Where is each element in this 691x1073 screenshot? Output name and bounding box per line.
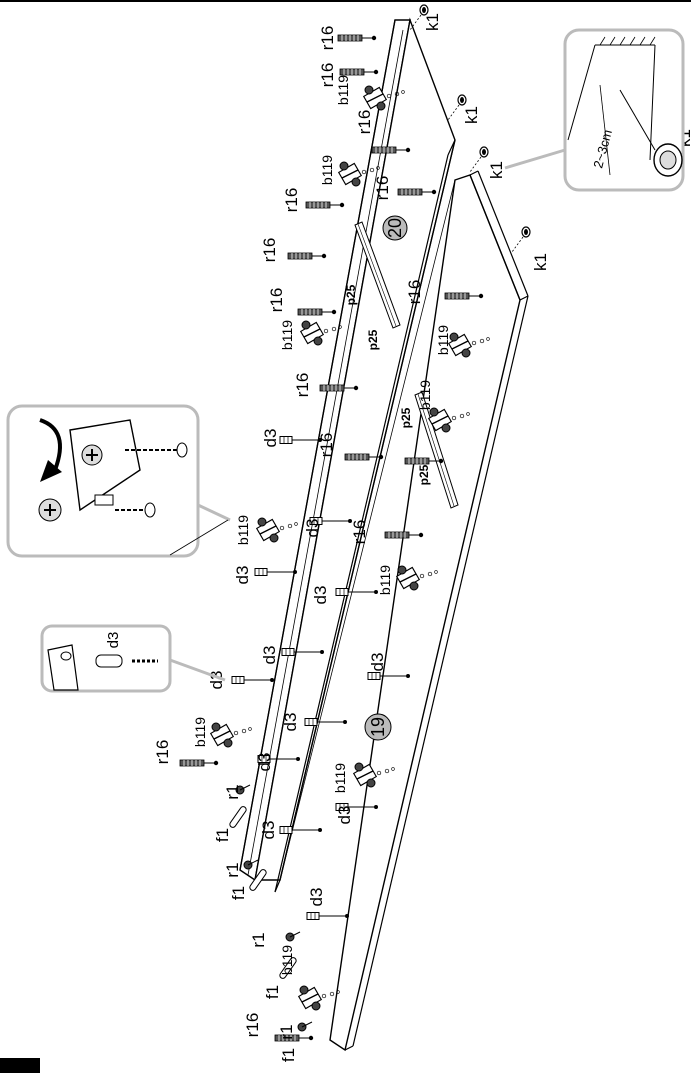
- label-d3-detail: d3: [105, 632, 122, 649]
- label-r1: r1: [223, 784, 242, 799]
- label-d3: d3: [368, 653, 387, 672]
- dowel-d3: [304, 718, 348, 726]
- dowel-d3: [335, 588, 379, 596]
- cam-lock-b119: [298, 985, 341, 1011]
- label-r16: r16: [243, 1013, 262, 1038]
- label-r16: r16: [293, 373, 312, 398]
- callout-dowel-detail: d3: [40, 624, 226, 693]
- label-f1: f1: [229, 886, 248, 900]
- label-k1: k1: [462, 106, 481, 124]
- label-b119: b119: [335, 75, 351, 105]
- label-f1: f1: [279, 1048, 298, 1062]
- label-k1: k1: [487, 161, 506, 179]
- dowel-d3: [254, 568, 298, 576]
- label-p25: p25: [366, 329, 380, 350]
- rotate-arrow-icon: [40, 460, 62, 482]
- label-b119: b119: [435, 325, 451, 355]
- bolt-r1: [243, 859, 259, 870]
- label-d3: d3: [260, 646, 279, 665]
- cam-lock-b119: [300, 320, 343, 346]
- label-r16: r16: [350, 520, 369, 545]
- callout-cam-detail: [6, 404, 231, 558]
- label-b119: b119: [332, 763, 348, 793]
- label-b119: b119: [235, 515, 251, 545]
- label-b119: b119: [377, 565, 393, 595]
- dowel-d3: [279, 436, 323, 444]
- label-b119: b119: [279, 945, 295, 975]
- rail-upper: [354, 221, 401, 329]
- label-f1: f1: [263, 985, 282, 999]
- rail-lower: [414, 391, 459, 509]
- label-r16: r16: [153, 740, 172, 765]
- label-d3: d3: [233, 566, 252, 585]
- label-r16: r16: [260, 238, 279, 263]
- bolt-r1: [297, 1021, 313, 1032]
- label-r1: r1: [249, 932, 268, 947]
- callout-glide-detail: 2~3cm: [504, 28, 685, 192]
- screw-r16: [337, 34, 377, 42]
- screw-r16: [179, 759, 219, 767]
- label-r16: r16: [318, 63, 337, 88]
- panel-number-20: 20: [382, 215, 408, 241]
- label-d3: d3: [281, 713, 300, 732]
- label-20: 20: [385, 218, 405, 238]
- bolt-r1: [285, 931, 301, 942]
- label-b119: b119: [279, 320, 295, 350]
- panel-19: [279, 170, 529, 1052]
- label-r16: r16: [355, 110, 374, 135]
- label-r16: r16: [405, 280, 424, 305]
- panel-number-19: 19: [364, 713, 392, 741]
- label-d3: d3: [311, 586, 330, 605]
- label-k1: k1: [531, 253, 550, 271]
- dowel-d3: [279, 826, 323, 834]
- label-r16: r16: [317, 433, 336, 458]
- screw-r16: [305, 201, 345, 209]
- cam-lock-b119: [256, 517, 299, 543]
- label-r16: r16: [282, 188, 301, 213]
- bolt-r1: [235, 784, 251, 795]
- label-r16: r16: [373, 176, 392, 201]
- page-tab-marker: [0, 1058, 40, 1073]
- label-r16: r16: [318, 26, 337, 51]
- label-d3: d3: [303, 519, 322, 538]
- pin-f1: [228, 804, 248, 830]
- label-b119: b119: [192, 717, 208, 747]
- top-rule: [0, 0, 691, 2]
- dowel-d3: [306, 912, 350, 920]
- label-d3: d3: [335, 806, 354, 825]
- glide-k1: [469, 146, 489, 173]
- label-b119: b119: [417, 380, 433, 410]
- screw-r16: [287, 252, 327, 260]
- label-p25: p25: [417, 464, 431, 485]
- label-19: 19: [368, 717, 388, 737]
- label-r1: r1: [277, 1024, 296, 1039]
- screw-r16: [297, 308, 337, 316]
- label-d3: d3: [261, 429, 280, 448]
- dowel-d3: [231, 676, 275, 684]
- cam-lock-b119: [210, 722, 253, 748]
- label-f1: f1: [213, 828, 232, 842]
- label-k1: k1: [423, 13, 442, 31]
- label-d3: d3: [259, 821, 278, 840]
- label-b119: b119: [319, 155, 335, 185]
- label-p25: p25: [399, 407, 413, 428]
- screw-r16: [339, 68, 379, 76]
- glide-k1: [511, 226, 531, 253]
- label-r16: r16: [267, 288, 286, 313]
- label-d3: d3: [255, 753, 274, 772]
- label-p25: p25: [344, 284, 358, 305]
- label-r1: r1: [223, 862, 242, 877]
- label-d3: d3: [307, 888, 326, 907]
